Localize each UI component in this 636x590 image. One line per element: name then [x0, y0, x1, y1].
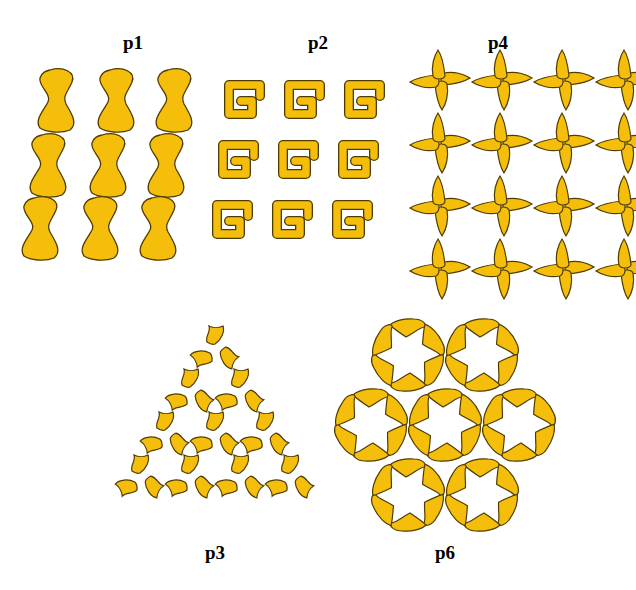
p6-pattern — [331, 319, 560, 531]
group-label: p4 — [488, 33, 508, 52]
group-label: p2 — [308, 33, 328, 52]
p4-pattern — [410, 50, 636, 299]
group-label: p1 — [123, 33, 143, 52]
p3-pattern — [115, 326, 315, 498]
p1-pattern — [22, 69, 192, 260]
group-label: p6 — [435, 543, 455, 562]
group-label: p3 — [205, 543, 225, 562]
p2-pattern — [217, 85, 380, 234]
